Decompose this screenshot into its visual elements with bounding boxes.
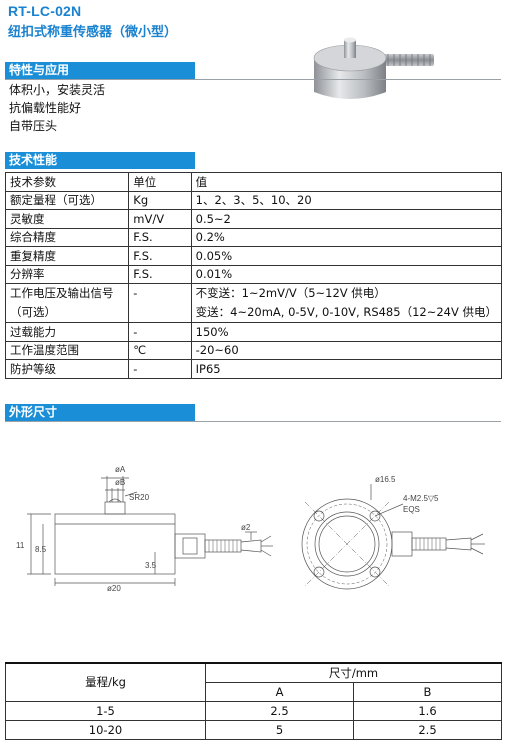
dim-db-label: øB (115, 478, 125, 487)
dim-cable-height-label: 3.5 (145, 561, 157, 570)
b-cell: 2.5 (353, 719, 502, 740)
top-view (301, 484, 485, 590)
dim-da-label: øA (115, 465, 126, 474)
spec-heading: 技术性能 (5, 152, 195, 169)
param-cell: 分辨率 (4, 264, 130, 284)
unit-cell: ℃ (128, 340, 192, 360)
features-divider (5, 79, 501, 80)
header-value: 值 (190, 172, 503, 192)
a-cell: 2.5 (205, 700, 354, 721)
table-row: 分辨率 F.S. 0.01% (4, 264, 503, 284)
dim-body-height-label: 8.5 (35, 545, 47, 554)
param-cell: 工作温度范围 (4, 340, 130, 360)
value-cell: 0.05% (190, 246, 503, 266)
unit-cell: - (128, 283, 192, 323)
value-line: 变送：4~20mA, 0-5V, 0-10V, RS485（12~24V 供电） (195, 305, 497, 319)
model-number: RT-LC-02N (8, 3, 82, 19)
spec-table: 技术参数 单位 值 额定量程（可选） Kg 1、2、3、5、10、20 灵敏度 … (4, 172, 503, 379)
table-row: 工作温度范围 ℃ -20~60 (4, 340, 503, 360)
unit-cell: - (128, 322, 192, 342)
header-unit: 单位 (128, 172, 192, 192)
unit-cell: F.S. (128, 246, 192, 266)
col-b-header: B (353, 681, 502, 702)
dim-holes-label: 4-M2.5▽5 (403, 494, 439, 503)
outline-divider (5, 421, 501, 422)
dimension-drawing: øA øB SR20 11 8.5 3.5 ø2 ø20 ø16.5 (16, 465, 485, 592)
outline-heading: 外形尺寸 (5, 404, 195, 421)
table-row: 灵敏度 mV/V 0.5~2 (4, 209, 503, 229)
unit-cell: - (128, 359, 192, 379)
param-cell: 重复精度 (4, 246, 130, 266)
param-cell: 额定量程（可选） (4, 190, 130, 210)
table-row: 综合精度 F.S. 0.2% (4, 227, 503, 247)
unit-cell: Kg (128, 190, 192, 210)
param-cell: 防护等级 (4, 359, 130, 379)
table-header-row: 技术参数 单位 值 (4, 172, 503, 192)
value-cell: 0.01% (190, 264, 503, 284)
feature-item: 自带压头 (9, 119, 58, 133)
dimension-table: 量程/kg 尺寸/mm A B 1-5 2.5 1.6 10-20 5 2.5 (5, 662, 502, 740)
param-cell: 过载能力 (4, 322, 130, 342)
feature-item: 体积小，安装灵活 (9, 83, 106, 97)
unit-cell: F.S. (128, 227, 192, 247)
value-cell: 150% (190, 322, 503, 342)
value-cell: 0.5~2 (190, 209, 503, 229)
dim-sr-label: SR20 (129, 493, 150, 502)
dim-eqs-label: EQS (403, 505, 420, 514)
header-param: 技术参数 (4, 172, 130, 192)
param-cell: 工作电压及输出信号 （可选） (4, 283, 130, 323)
table-row: 工作电压及输出信号 （可选） - 不变送：1~2mV/V（5~12V 供电） 变… (4, 283, 503, 323)
range-cell: 10-20 (5, 719, 206, 740)
param-cell: 综合精度 (4, 227, 130, 247)
range-header: 量程/kg (5, 662, 206, 702)
table-row: 额定量程（可选） Kg 1、2、3、5、10、20 (4, 190, 503, 210)
range-cell: 1-5 (5, 700, 206, 721)
size-header: 尺寸/mm (205, 662, 502, 683)
table-row: 10-20 5 2.5 (5, 719, 502, 740)
value-cell: 不变送：1~2mV/V（5~12V 供电） 变送：4~20mA, 0-5V, 0… (190, 283, 503, 323)
table-header-row: 量程/kg 尺寸/mm (5, 662, 502, 702)
col-a-header: A (205, 681, 354, 702)
value-cell: 1、2、3、5、10、20 (190, 190, 503, 210)
param-line: 工作电压及输出信号 (10, 286, 114, 300)
dim-cable-diameter-label: ø2 (241, 523, 251, 532)
unit-cell: mV/V (128, 209, 192, 229)
b-cell: 1.6 (353, 700, 502, 721)
side-view (27, 476, 273, 586)
product-photo (313, 37, 434, 99)
dim-height-label: 11 (16, 541, 25, 550)
dim-inner-diameter-label: ø16.5 (375, 475, 396, 484)
unit-cell: F.S. (128, 264, 192, 284)
param-line: （可选） (10, 305, 56, 319)
value-line: 不变送：1~2mV/V（5~12V 供电） (195, 286, 386, 300)
features-heading: 特性与应用 (5, 62, 195, 79)
value-cell: 0.2% (190, 227, 503, 247)
table-header-row: A B (6, 681, 502, 702)
feature-item: 抗偏载性能好 (9, 101, 82, 115)
value-cell: -20~60 (190, 340, 503, 360)
table-row: 过载能力 - 150% (4, 322, 503, 342)
value-cell: IP65 (190, 359, 503, 379)
dim-diameter-label: ø20 (107, 584, 121, 592)
a-cell: 5 (205, 719, 354, 740)
param-cell: 灵敏度 (4, 209, 130, 229)
table-row: 重复精度 F.S. 0.05% (4, 246, 503, 266)
table-row: 防护等级 - IP65 (4, 359, 503, 379)
product-name: 纽扣式称重传感器（微小型） (8, 25, 178, 40)
table-row: 1-5 2.5 1.6 (5, 700, 502, 721)
